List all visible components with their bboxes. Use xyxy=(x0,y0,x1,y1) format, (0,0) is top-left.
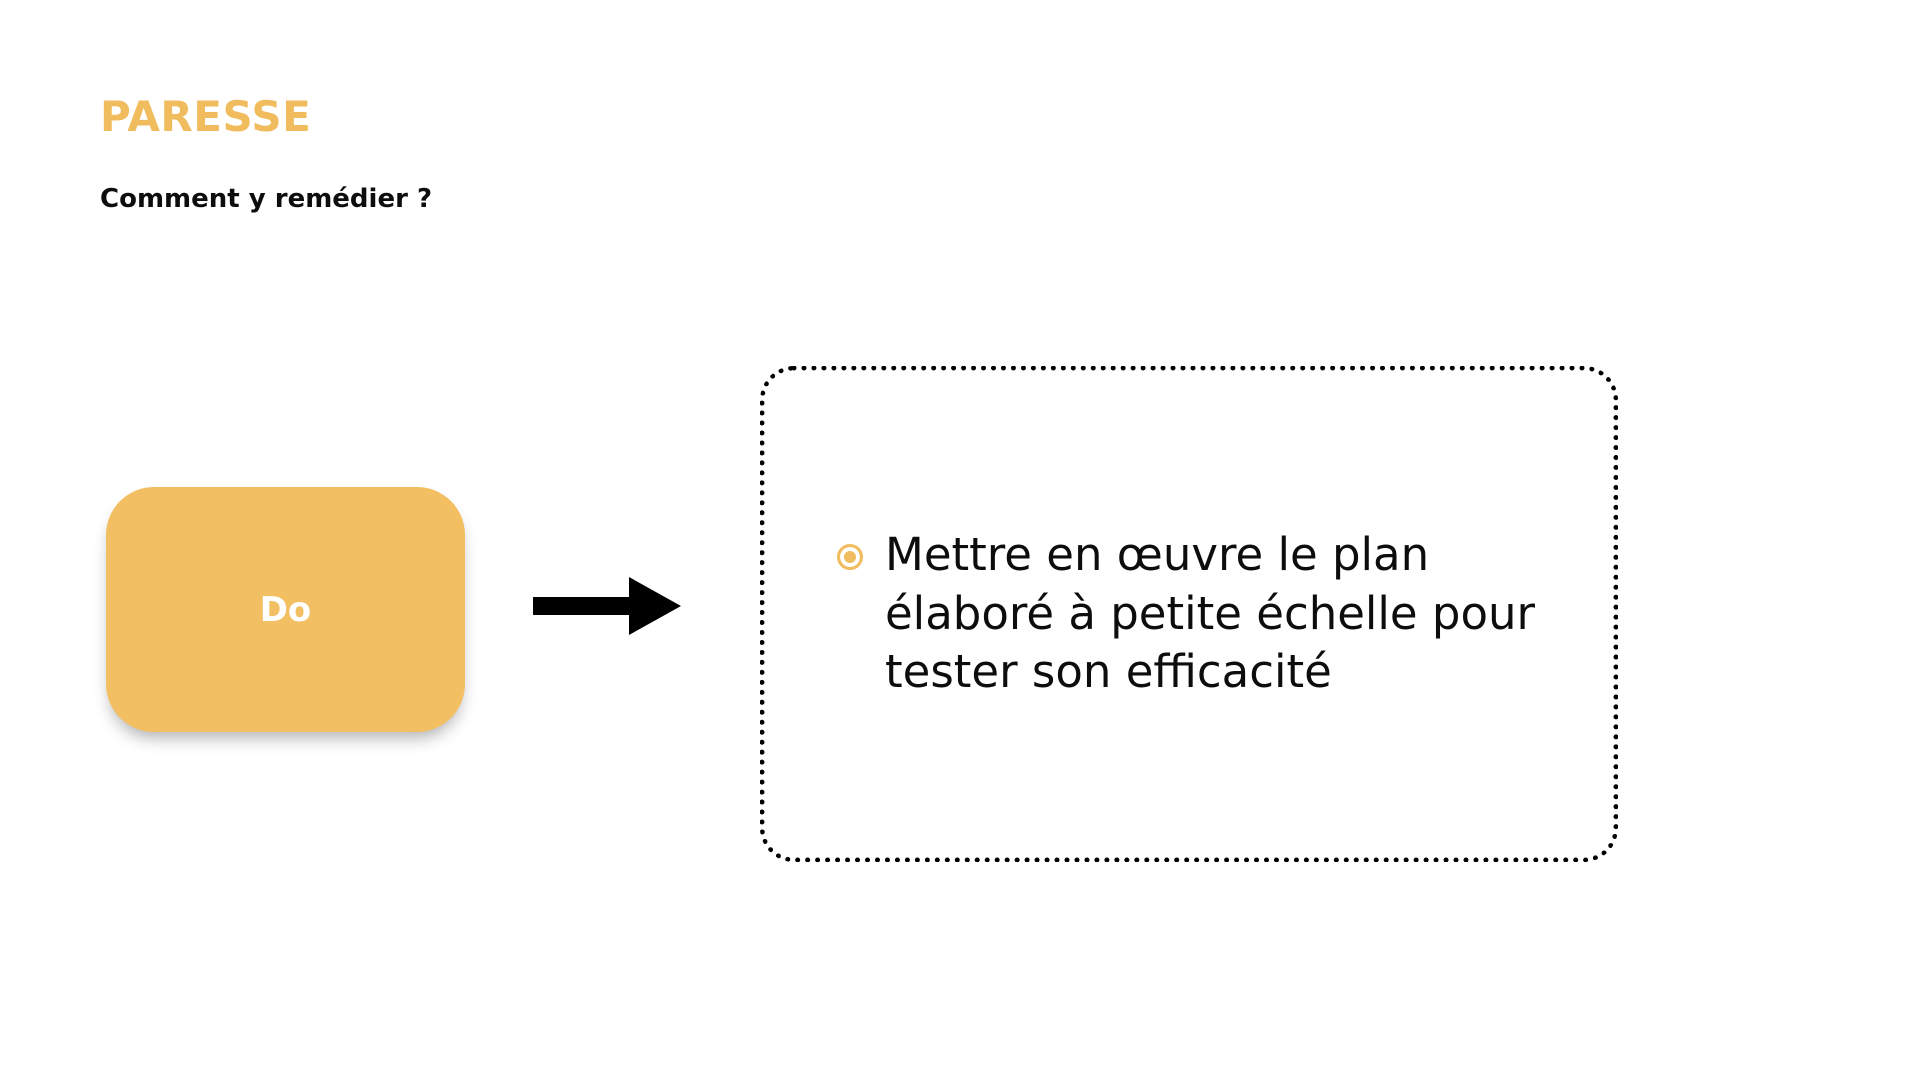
bullet-list: Mettre en œuvre le plan élaboré à petite… xyxy=(765,526,1613,702)
stage-box-label: Do xyxy=(259,589,312,630)
target-bullet-icon xyxy=(837,544,863,571)
page-title: PARESSE xyxy=(100,92,312,141)
bullet-text: Mettre en œuvre le plan élaboré à petite… xyxy=(885,528,1536,699)
slide-header: PARESSE Comment y remédier ? xyxy=(100,92,433,214)
content-panel: Mettre en œuvre le plan élaboré à petite… xyxy=(760,366,1618,862)
page-subtitle: Comment y remédier ? xyxy=(100,184,433,214)
arrow-right-icon xyxy=(533,575,681,637)
list-item: Mettre en œuvre le plan élaboré à petite… xyxy=(837,526,1553,702)
stage-box-do: Do xyxy=(106,487,465,732)
